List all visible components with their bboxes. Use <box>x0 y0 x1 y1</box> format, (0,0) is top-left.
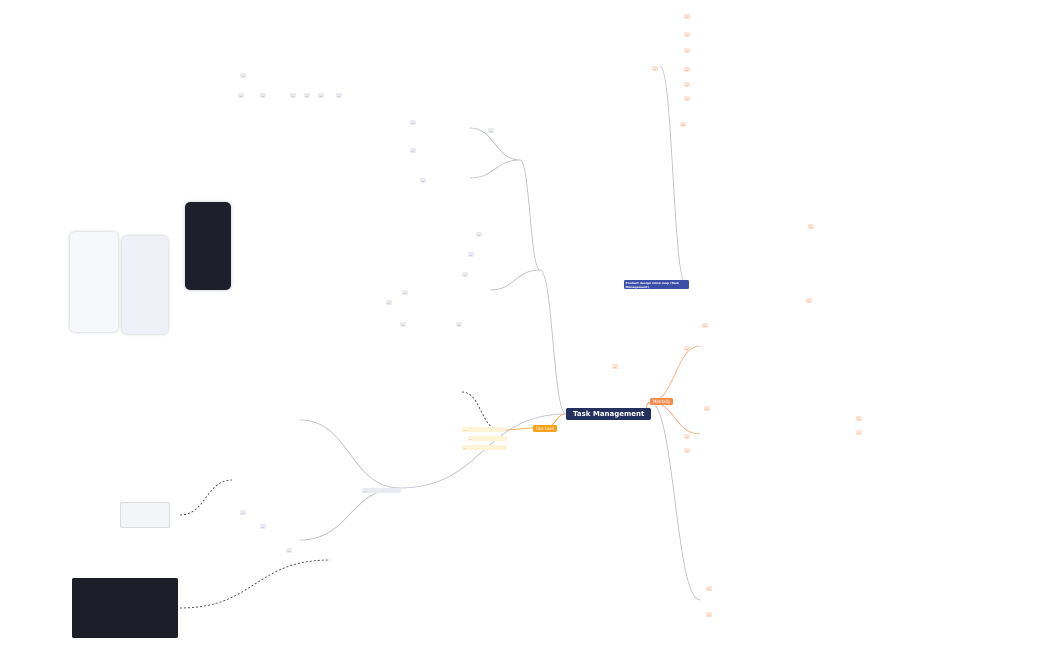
left-top-title[interactable]: ... <box>240 73 246 79</box>
nodesRight-node-6[interactable]: ... <box>680 122 686 128</box>
nodesRight-node-16[interactable]: ... <box>706 586 712 592</box>
question-3[interactable]: ... <box>462 445 507 451</box>
connector-line <box>299 419 401 489</box>
nodesLeft-node-2[interactable]: ... <box>290 93 296 99</box>
nodesRight-node-12[interactable]: ... <box>702 323 708 329</box>
nodesLeft-node-1[interactable]: ... <box>260 93 266 99</box>
connector-line <box>299 487 401 541</box>
nodesLeft-node-5[interactable]: ... <box>336 93 342 99</box>
nodesRight-node-18[interactable]: ... <box>856 416 862 422</box>
nodesRight-node-0[interactable]: ... <box>684 14 690 20</box>
nodesRight-node-11[interactable]: ... <box>684 346 690 352</box>
mobile-screen-thumbnail-1 <box>70 232 118 332</box>
mobile-screen-thumbnail-dark <box>185 202 231 290</box>
connector-line <box>489 269 541 291</box>
mobile-screen-thumbnail-2 <box>122 236 168 334</box>
nodesLeft-node-4[interactable]: ... <box>318 93 324 99</box>
nodesRight-node-13[interactable]: ... <box>704 406 710 412</box>
nodesRight-node-5[interactable]: ... <box>684 96 690 102</box>
connector-line <box>539 269 567 415</box>
nodesLeft-node-8[interactable]: ... <box>420 178 426 184</box>
connector-line <box>504 427 534 431</box>
nodesRight-node-3[interactable]: ... <box>684 67 690 73</box>
nodesLeft-node-13[interactable]: ... <box>402 290 408 296</box>
nodesRight-node-8[interactable]: ... <box>808 224 814 230</box>
nodesRight-node-9[interactable]: ... <box>806 298 812 304</box>
dashboard-screenshot-thumbnail <box>72 578 178 638</box>
nodesRight-node-7[interactable]: ... <box>652 66 658 72</box>
nodesRight-node-4[interactable]: ... <box>684 82 690 88</box>
nodesLeft-node-3[interactable]: ... <box>304 93 310 99</box>
nodesLeft-node-18[interactable]: ... <box>260 524 266 530</box>
left-section-title[interactable]: ... <box>362 488 401 494</box>
nodesLeft-node-12[interactable]: ... <box>462 272 468 278</box>
nodesLeft-node-6[interactable]: ... <box>410 120 416 126</box>
connector-line <box>659 65 687 286</box>
nodesRight-node-1[interactable]: ... <box>684 32 690 38</box>
connector-line <box>179 479 233 516</box>
nodesRight-node-15[interactable]: ... <box>684 448 690 454</box>
connector-line <box>649 401 701 435</box>
nodesRight-node-10[interactable]: ... <box>612 364 618 370</box>
nodesRight-node-17[interactable]: ... <box>706 612 712 618</box>
summary-node[interactable]: Product design mind-map (Task Management… <box>624 280 689 290</box>
nodesLeft-node-19[interactable]: ... <box>286 548 292 554</box>
connector-line <box>179 559 331 609</box>
nodesLeft-node-15[interactable]: ... <box>400 322 406 328</box>
nodesRight-node-19[interactable]: ... <box>856 430 862 436</box>
connector-line <box>469 159 521 179</box>
connector-line <box>469 127 521 161</box>
nodesLeft-node-0[interactable]: ... <box>238 93 244 99</box>
question-1[interactable]: ... <box>462 427 505 433</box>
nodesLeft-node-17[interactable]: ... <box>240 510 246 516</box>
connector-line <box>519 159 541 271</box>
connector-line <box>461 391 501 431</box>
nodesLeft-node-14[interactable]: ... <box>386 300 392 306</box>
connector-line <box>649 401 701 601</box>
nodesLeft-node-11[interactable]: ... <box>468 252 474 258</box>
nodesLeft-node-10[interactable]: ... <box>476 232 482 238</box>
connector-line <box>399 413 567 489</box>
mentally-node[interactable]: Mentally <box>650 398 674 405</box>
nodesLeft-node-9[interactable]: ... <box>488 128 494 134</box>
nodesLeft-node-7[interactable]: ... <box>410 148 416 154</box>
nodesLeft-node-16[interactable]: ... <box>456 322 462 328</box>
question-2[interactable]: ... <box>468 436 507 442</box>
nodesRight-node-14[interactable]: ... <box>684 434 690 440</box>
center-node[interactable]: Task Management <box>566 408 652 420</box>
table-screenshot-thumbnail <box>120 502 170 528</box>
connector-line <box>649 345 701 403</box>
nodesRight-node-2[interactable]: ... <box>684 48 690 54</box>
use-case-node[interactable]: Use case <box>533 425 557 432</box>
